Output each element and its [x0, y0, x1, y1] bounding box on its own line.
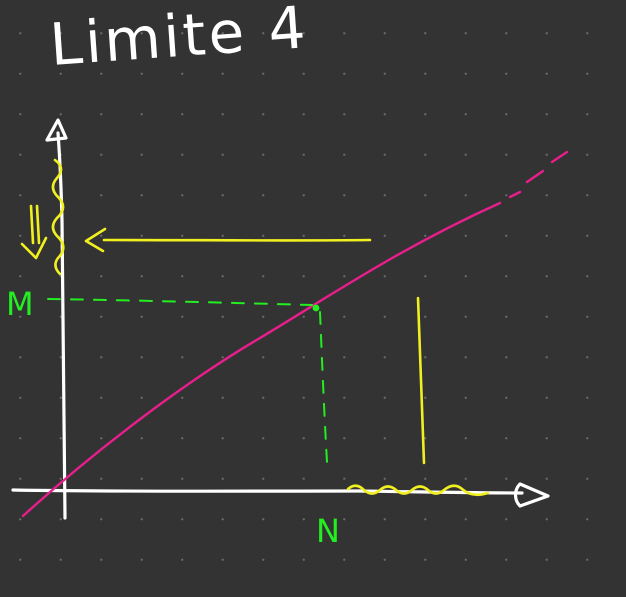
y-axis-arrowhead — [45, 118, 68, 142]
y-squiggle — [51, 158, 65, 276]
y-axis — [56, 131, 67, 520]
vertical-bar — [416, 296, 426, 465]
axes — [11, 118, 550, 520]
x-squiggle — [346, 484, 490, 497]
down-arrow-shaft-2 — [35, 204, 41, 245]
m-label: M — [6, 285, 34, 323]
x-axis — [11, 488, 524, 495]
guides — [47, 298, 328, 463]
intersection-point — [312, 304, 320, 312]
function-line-main — [21, 201, 502, 518]
m-guide-line — [47, 298, 313, 306]
function-line — [21, 150, 569, 518]
down-arrow-shaft-1 — [29, 204, 35, 245]
left-arrow-head — [84, 227, 107, 253]
x-axis-arrowhead — [513, 482, 550, 508]
function-line-dash-2 — [525, 169, 545, 184]
down-arrow-head — [20, 236, 48, 260]
function-line-dash-3 — [550, 150, 569, 164]
n-guide-line — [319, 311, 328, 463]
n-label: N — [316, 512, 340, 550]
function-line-dash-1 — [508, 190, 522, 199]
highlights — [20, 158, 490, 497]
